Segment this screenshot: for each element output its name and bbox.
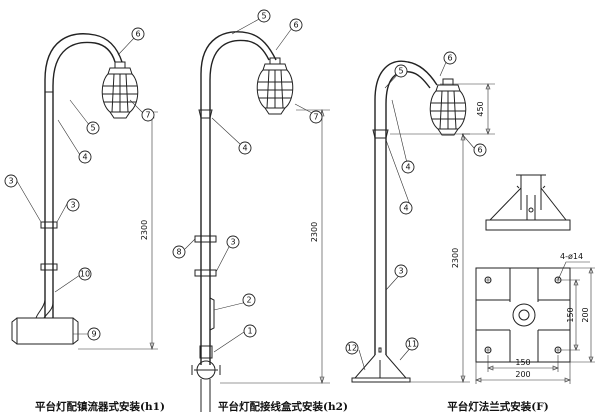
part-balloon: 6 xyxy=(473,143,487,157)
svg-text:6: 6 xyxy=(447,54,452,63)
part-balloon: 4 xyxy=(399,201,413,215)
flange-side-detail xyxy=(485,174,571,231)
figure-ballast-mount: 2300 6 5 4 7 3 3 10 9 平台灯配镇流器式安装(h1) xyxy=(4,27,165,413)
ballast-box xyxy=(11,317,79,345)
dimension-label: 2300 xyxy=(451,248,460,268)
caption-junction-box-mount: 平台灯配接线盒式安装(h2) xyxy=(218,400,348,413)
svg-text:4: 4 xyxy=(403,204,408,213)
mounting-plate-icon: 4-ø14 150 200 150 200 xyxy=(475,252,595,384)
explosion-proof-lamp-icon xyxy=(256,57,294,115)
part-balloon: 5 xyxy=(394,64,408,78)
dimension-label: 2300 xyxy=(310,222,319,242)
figure-flange-mount: 450 2300 5 6 4 6 4 3 12 11 平台灯法兰式安装(F) xyxy=(345,51,549,413)
part-balloon: 7 xyxy=(141,108,155,122)
part-balloon: 5 xyxy=(257,9,271,23)
svg-text:2: 2 xyxy=(246,296,251,305)
dimension-label: 2300 xyxy=(140,220,149,240)
figure-junction-box-mount: 2300 5 6 4 7 8 3 2 1 平台灯配接线盒式安装(h2) xyxy=(172,9,348,413)
part-balloon: 5 xyxy=(86,121,100,135)
svg-text:9: 9 xyxy=(91,330,96,339)
svg-text:10: 10 xyxy=(80,270,90,279)
caption-ballast-mount: 平台灯配镇流器式安装(h1) xyxy=(35,400,165,413)
svg-text:6: 6 xyxy=(293,21,298,30)
caption-flange-mount: 平台灯法兰式安装(F) xyxy=(447,400,548,413)
svg-text:5: 5 xyxy=(261,12,266,21)
part-balloon: 8 xyxy=(172,245,186,259)
part-balloon: 4 xyxy=(401,160,415,174)
svg-text:3: 3 xyxy=(70,201,75,210)
explosion-proof-lamp-icon xyxy=(101,61,139,119)
svg-text:1: 1 xyxy=(247,327,252,336)
svg-text:5: 5 xyxy=(398,67,403,76)
part-balloon: 10 xyxy=(78,267,92,281)
part-balloon: 4 xyxy=(78,150,92,164)
part-balloon: 1 xyxy=(243,324,257,338)
part-balloon: 2 xyxy=(242,293,256,307)
svg-text:7: 7 xyxy=(313,113,318,122)
svg-text:3: 3 xyxy=(398,267,403,276)
part-balloon: 3 xyxy=(226,235,240,249)
part-balloon: 9 xyxy=(87,327,101,341)
part-balloon: 3 xyxy=(4,174,18,188)
part-balloon: 11 xyxy=(405,337,419,351)
part-balloon: 3 xyxy=(394,264,408,278)
part-balloon: 6 xyxy=(443,51,457,65)
svg-text:12: 12 xyxy=(347,344,357,353)
hole-spec-label: 4-ø14 xyxy=(560,252,583,261)
svg-text:4: 4 xyxy=(242,144,247,153)
svg-text:6: 6 xyxy=(135,30,140,39)
svg-text:4: 4 xyxy=(82,153,87,162)
dimension-label: 150 xyxy=(566,307,575,322)
explosion-proof-lamp-icon xyxy=(429,78,467,136)
part-balloon: 7 xyxy=(309,110,323,124)
dimension-label: 450 xyxy=(476,101,485,116)
part-balloon: 6 xyxy=(131,27,145,41)
svg-text:4: 4 xyxy=(405,163,410,172)
svg-text:7: 7 xyxy=(145,111,150,120)
part-balloon: 6 xyxy=(289,18,303,32)
svg-text:8: 8 xyxy=(176,248,181,257)
part-balloon: 4 xyxy=(238,141,252,155)
dimension-label: 200 xyxy=(515,370,530,379)
svg-text:6: 6 xyxy=(477,146,482,155)
svg-text:11: 11 xyxy=(407,340,417,349)
dimension-label: 150 xyxy=(515,358,530,367)
svg-text:5: 5 xyxy=(90,124,95,133)
part-balloon: 3 xyxy=(66,198,80,212)
junction-box xyxy=(191,345,221,380)
svg-text:3: 3 xyxy=(8,177,13,186)
svg-text:3: 3 xyxy=(230,238,235,247)
dimension-label: 200 xyxy=(581,307,590,322)
part-balloon: 12 xyxy=(345,341,359,355)
flange-base-icon xyxy=(351,354,411,383)
